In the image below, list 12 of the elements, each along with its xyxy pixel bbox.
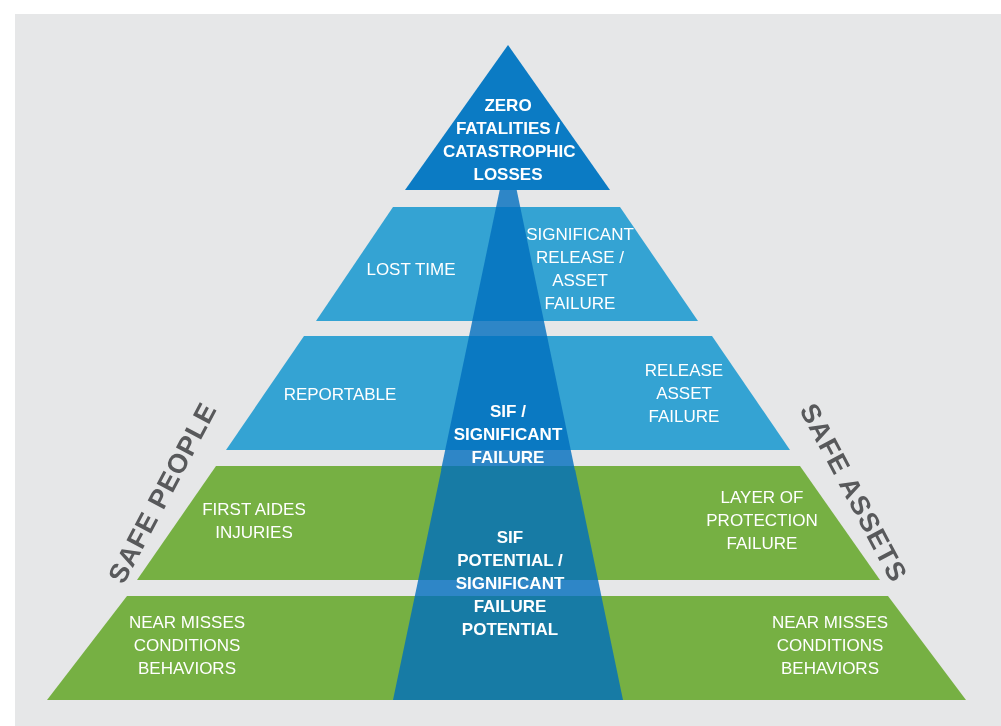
tier-label: NEAR MISSES CONDITIONS BEHAVIORS: [770, 611, 890, 680]
tier-label: REPORTABLE: [282, 383, 398, 406]
tier-label: NEAR MISSES CONDITIONS BEHAVIORS: [127, 611, 247, 680]
tier-label: SIF / SIGNIFICANT FAILURE: [452, 400, 564, 469]
center-band: [393, 470, 623, 700]
tier-label: RELEASE ASSET FAILURE: [643, 359, 725, 428]
tier-label: SIGNIFICANT RELEASE / ASSET FAILURE: [525, 224, 635, 315]
tier-label: SIF POTENTIAL / SIGNIFICANT FAILURE POTENTIAL: [454, 526, 566, 641]
pyramid-apex: [405, 45, 610, 190]
tier-label: LOST TIME: [365, 258, 457, 281]
tier-label: LAYER OF PROTECTION FAILURE: [705, 486, 819, 555]
tier-label: ZERO FATALITIES / CATASTROPHIC LOSSES: [443, 95, 573, 186]
